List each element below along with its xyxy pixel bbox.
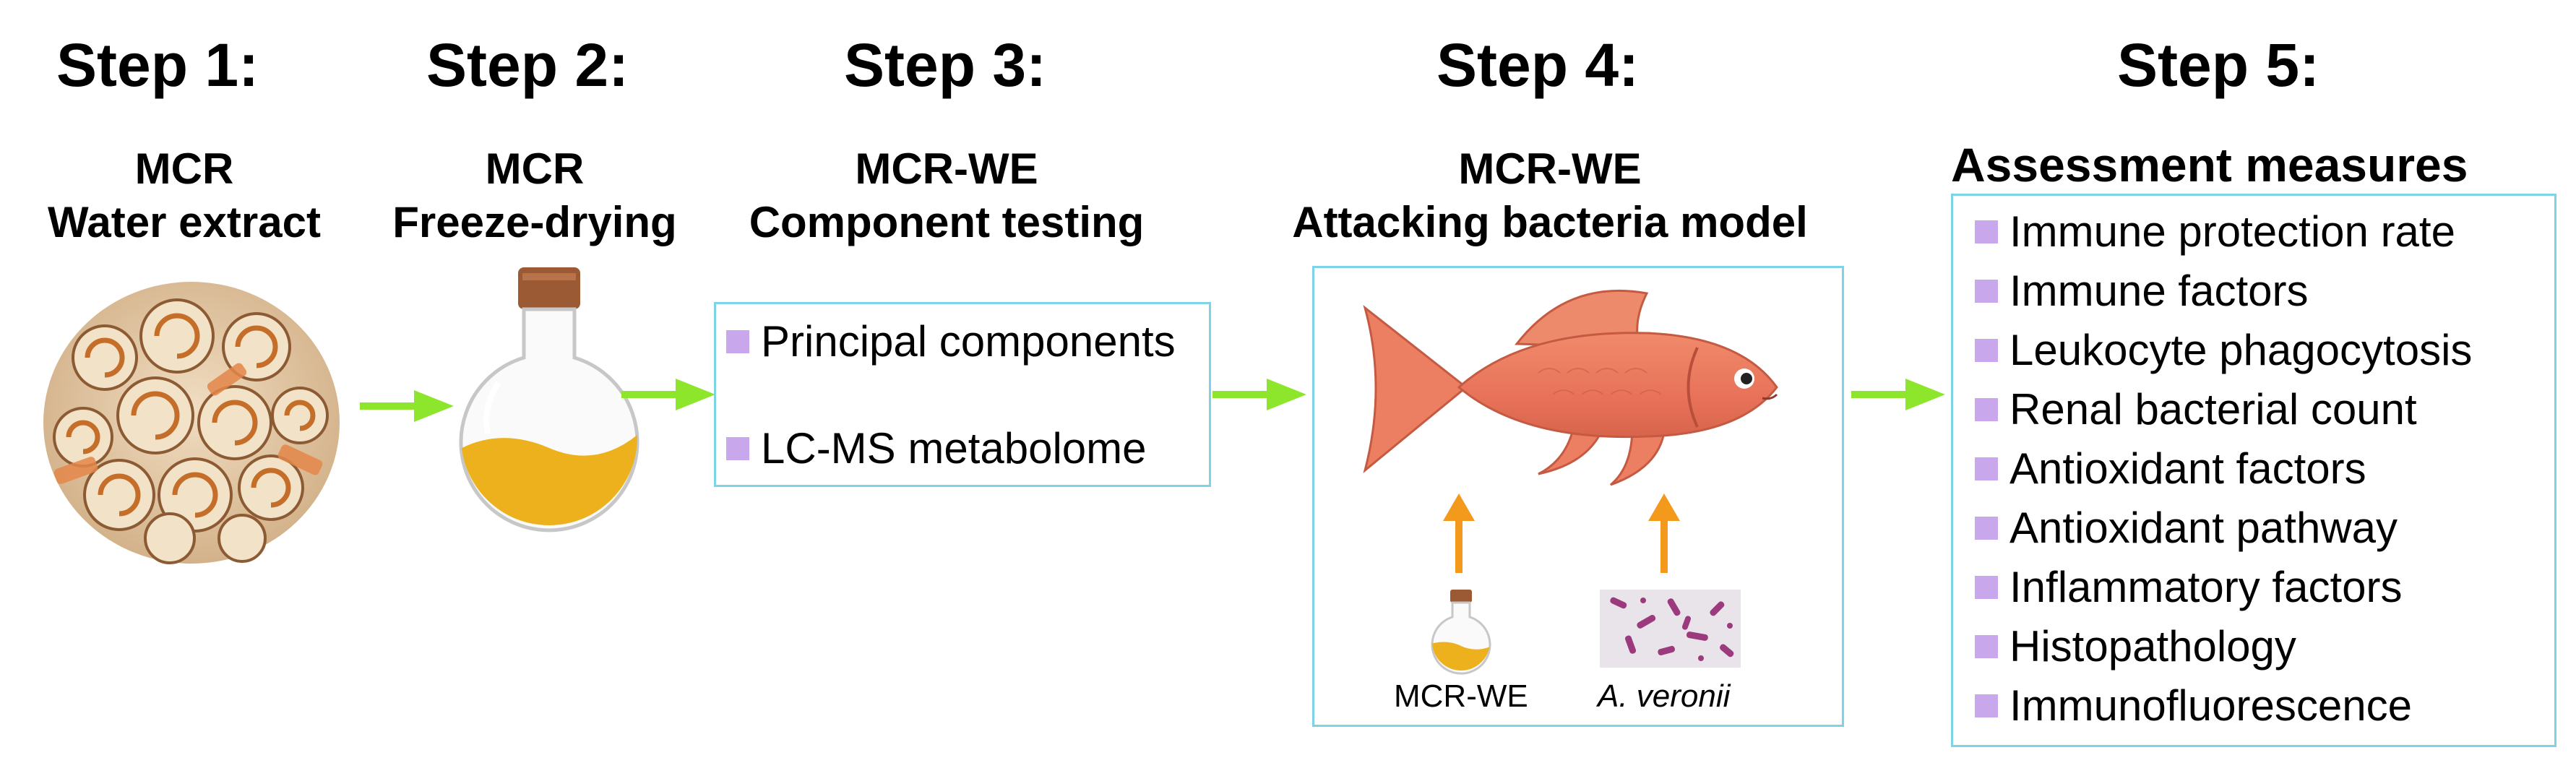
- list-item: Antioxidant factors: [1975, 447, 2366, 491]
- list-item-label: Histopathology: [2009, 622, 2296, 671]
- bullet-square-icon: [1975, 635, 1998, 658]
- step4-subtitle: MCR-WE Attacking bacteria model: [1272, 142, 1828, 249]
- step2-subtitle-line2: Freeze-drying: [392, 198, 677, 246]
- list-item-label: Inflammatory factors: [2009, 563, 2403, 611]
- list-item-label: Immune protection rate: [2009, 207, 2455, 256]
- list-item-label: Principal components: [761, 317, 1176, 366]
- step1-subtitle: MCR Water extract: [22, 142, 347, 249]
- right-arrow-icon: [621, 379, 715, 410]
- step5-measures-box: Immune protection rate Immune factors Le…: [1951, 194, 2556, 747]
- list-item-label: Immune factors: [2009, 267, 2309, 315]
- step4-subtitle-line2: Attacking bacteria model: [1292, 198, 1808, 246]
- step4-subtitle-line1: MCR-WE: [1458, 145, 1642, 193]
- up-arrow-icon: [1443, 493, 1475, 573]
- right-arrow-icon: [1851, 379, 1945, 410]
- step3-title: Step 3:: [844, 31, 1047, 99]
- bacteria-label: A. veronii: [1598, 678, 1731, 714]
- list-item-label: Antioxidant factors: [2009, 444, 2366, 493]
- list-item: Immunofluorescence: [1975, 684, 2412, 728]
- step2-subtitle-line1: MCR: [485, 145, 585, 193]
- list-item: Renal bacterial count: [1975, 388, 2417, 431]
- bullet-square-icon: [1975, 694, 1998, 717]
- step3-components-box: Principal components LC-MS metabolome: [714, 302, 1211, 487]
- step2-title: Step 2:: [426, 31, 629, 99]
- list-item: Immune factors: [1975, 270, 2308, 313]
- step5-subtitle: Assessment measures: [1951, 138, 2468, 191]
- step4-title: Step 4:: [1436, 31, 1640, 99]
- list-item-label: Immunofluorescence: [2009, 681, 2412, 730]
- right-arrow-icon: [360, 390, 454, 422]
- bullet-square-icon: [1975, 339, 1998, 362]
- list-item: Immune protection rate: [1975, 210, 2455, 254]
- up-arrow-icon: [1648, 493, 1680, 573]
- small-flask-icon: [1431, 590, 1491, 675]
- step5-title: Step 5:: [2117, 31, 2320, 99]
- dried-herb-slices-image: [43, 282, 340, 564]
- extract-label: MCR-WE: [1394, 678, 1528, 714]
- list-item-label: Antioxidant pathway: [2009, 504, 2398, 552]
- list-item: Histopathology: [1975, 625, 2296, 668]
- list-item: LC-MS metabolome: [726, 427, 1147, 470]
- list-item-label: LC-MS metabolome: [761, 424, 1147, 473]
- list-item: Inflammatory factors: [1975, 566, 2403, 609]
- step3-subtitle: MCR-WE Component testing: [723, 142, 1171, 249]
- bullet-square-icon: [1975, 220, 1998, 243]
- step2-subtitle: MCR Freeze-drying: [376, 142, 694, 249]
- step3-subtitle-line1: MCR-WE: [855, 145, 1038, 193]
- bullet-square-icon: [1975, 398, 1998, 421]
- bullet-square-icon: [726, 437, 749, 460]
- step4-model-box: MCR-WE A. veronii: [1312, 266, 1844, 727]
- bullet-square-icon: [1975, 457, 1998, 480]
- flask-icon: [459, 267, 639, 533]
- list-item-label: Renal bacterial count: [2009, 385, 2417, 434]
- list-item: Principal components: [726, 320, 1176, 363]
- list-item-label: Leukocyte phagocytosis: [2009, 326, 2473, 374]
- bullet-square-icon: [726, 330, 749, 353]
- step1-subtitle-line1: MCR: [134, 145, 234, 193]
- bullet-square-icon: [1975, 517, 1998, 540]
- bullet-square-icon: [1975, 576, 1998, 599]
- bacteria-image: [1600, 590, 1741, 668]
- bullet-square-icon: [1975, 280, 1998, 303]
- list-item: Antioxidant pathway: [1975, 506, 2398, 550]
- fish-image: [1363, 289, 1778, 486]
- right-arrow-icon: [1212, 379, 1306, 410]
- step1-subtitle-line2: Water extract: [48, 198, 321, 246]
- list-item: Leukocyte phagocytosis: [1975, 329, 2472, 372]
- step3-subtitle-line2: Component testing: [749, 198, 1145, 246]
- step1-title: Step 1:: [56, 31, 259, 99]
